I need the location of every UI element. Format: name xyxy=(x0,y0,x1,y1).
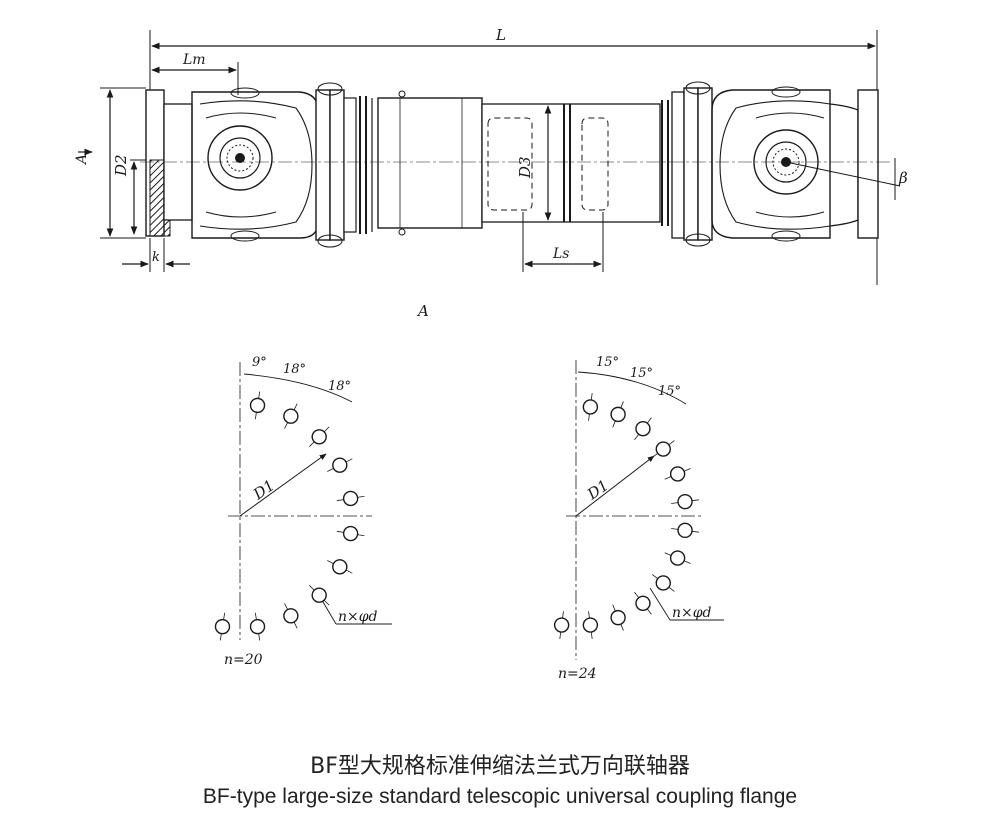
bolt-hole xyxy=(635,421,651,437)
angle-label-15b: 15° xyxy=(630,366,653,381)
angle-label-9: 9° xyxy=(252,355,267,370)
label-k: k xyxy=(152,250,160,265)
right-flange-joint xyxy=(671,81,713,247)
bolt-hole xyxy=(610,609,626,626)
bolt-hole xyxy=(332,559,348,575)
bolt-hole xyxy=(283,408,299,424)
bolt-hole xyxy=(677,493,693,510)
bolt-hole xyxy=(635,595,651,611)
bolt-hole xyxy=(677,522,693,539)
angle-beta: β xyxy=(785,158,908,200)
angle-label-15a: 15° xyxy=(596,355,619,370)
label-count-left: n=20 xyxy=(224,652,263,668)
left-yoke xyxy=(191,87,319,242)
label-L: L xyxy=(495,26,506,44)
technical-drawing: L Lm xyxy=(74,26,908,682)
angle-label-18a: 18° xyxy=(283,362,306,377)
bolt-hole xyxy=(311,587,327,603)
label-Lm: Lm xyxy=(182,52,206,68)
bolt-hole xyxy=(214,618,231,635)
bolt-hole xyxy=(283,608,299,624)
bolt-hole xyxy=(553,617,570,633)
caption-chinese: BF型大规格标准伸缩法兰式万向联轴器 xyxy=(310,754,690,779)
bolt-hole xyxy=(342,490,359,507)
bolt-hole xyxy=(669,550,686,566)
bolt-pattern-n24: 15° 15° 15° D1 n×φd n=24 xyxy=(553,355,724,682)
left-flange-joint xyxy=(315,82,373,248)
outer-sleeve xyxy=(377,90,483,236)
label-A: A xyxy=(74,154,90,166)
dimension-Lm: Lm xyxy=(151,52,239,95)
caption-english: BF-type large-size standard telescopic u… xyxy=(202,785,798,808)
dimension-Ls: Ls xyxy=(522,212,604,272)
dimension-D2: D2 xyxy=(100,87,146,239)
right-yoke xyxy=(711,86,831,242)
label-holes-right: n×φd xyxy=(672,605,712,621)
label-D3: D3 xyxy=(516,156,534,179)
angle-label-18b: 18° xyxy=(328,379,351,394)
telescopic-shaft xyxy=(481,100,669,226)
bolt-hole xyxy=(610,406,626,423)
right-flange xyxy=(829,89,879,239)
bolt-hole xyxy=(582,399,599,415)
bolt-hole xyxy=(669,466,686,482)
label-count-right: n=24 xyxy=(558,666,597,682)
bolt-hole xyxy=(249,618,266,635)
label-Ls: Ls xyxy=(552,246,569,262)
dimension-k: k xyxy=(122,238,190,272)
label-D1-left: D1 xyxy=(249,476,278,504)
bolt-hole xyxy=(332,457,348,473)
bolt-hole xyxy=(311,429,327,445)
angle-label-15c: 15° xyxy=(658,384,681,399)
label-holes-left: n×φd xyxy=(338,609,378,625)
left-flange xyxy=(145,89,193,237)
bolt-hole xyxy=(342,525,359,542)
bolt-pattern-n20: 9° 18° 18° D1 n×φd n=20 xyxy=(214,355,392,668)
label-D2: D2 xyxy=(112,154,130,177)
label-D1-right: D1 xyxy=(583,476,612,504)
bolt-hole xyxy=(655,575,671,591)
section-mark-A: A xyxy=(74,148,93,166)
label-beta: β xyxy=(898,169,908,187)
bolt-hole xyxy=(249,397,266,414)
section-label-A: A xyxy=(416,302,429,320)
bolt-hole xyxy=(655,441,671,457)
bolt-hole xyxy=(582,617,599,633)
